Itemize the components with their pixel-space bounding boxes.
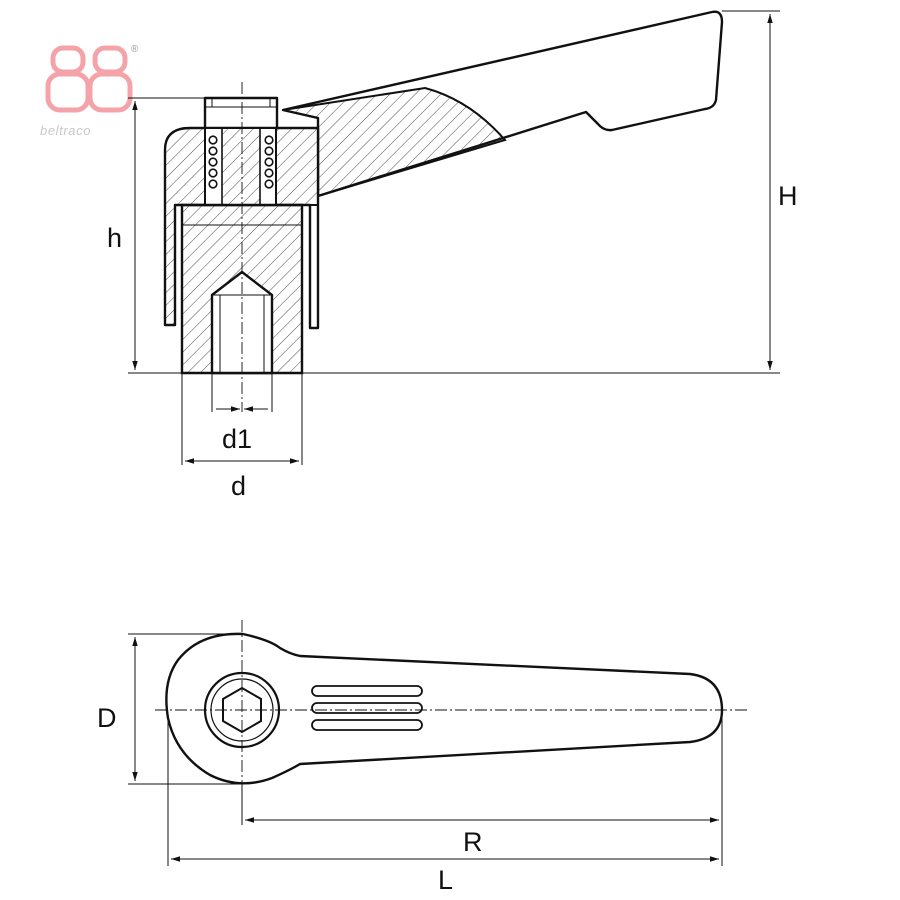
dimension-d: d bbox=[181, 373, 303, 501]
top-view bbox=[155, 620, 748, 812]
label-H: H bbox=[778, 181, 798, 211]
label-D: D bbox=[97, 703, 117, 733]
label-d1: d1 bbox=[222, 424, 252, 454]
spring-coils-right bbox=[264, 135, 274, 189]
dimension-H: H bbox=[302, 10, 798, 374]
label-L: L bbox=[438, 865, 453, 895]
brand-logo: beltraco ® bbox=[40, 44, 139, 138]
center-pin bbox=[221, 127, 261, 206]
lever-outline-top bbox=[165, 632, 724, 785]
label-d: d bbox=[231, 471, 246, 501]
side-section-view bbox=[163, 10, 724, 412]
label-R: R bbox=[463, 827, 483, 857]
grip-slots bbox=[311, 685, 423, 731]
spring-coils-left bbox=[208, 135, 218, 189]
dimension-R: R bbox=[241, 712, 723, 866]
top-screw bbox=[203, 96, 279, 130]
logo-mark bbox=[45, 45, 133, 113]
dimension-D: D bbox=[97, 633, 243, 785]
dimension-h: h bbox=[107, 97, 205, 374]
label-h: h bbox=[107, 223, 122, 253]
registered-mark: ® bbox=[131, 44, 139, 55]
dimension-d1: d1 bbox=[211, 373, 273, 454]
dimension-L: L bbox=[167, 718, 719, 895]
logo-wordmark: beltraco bbox=[40, 123, 91, 138]
